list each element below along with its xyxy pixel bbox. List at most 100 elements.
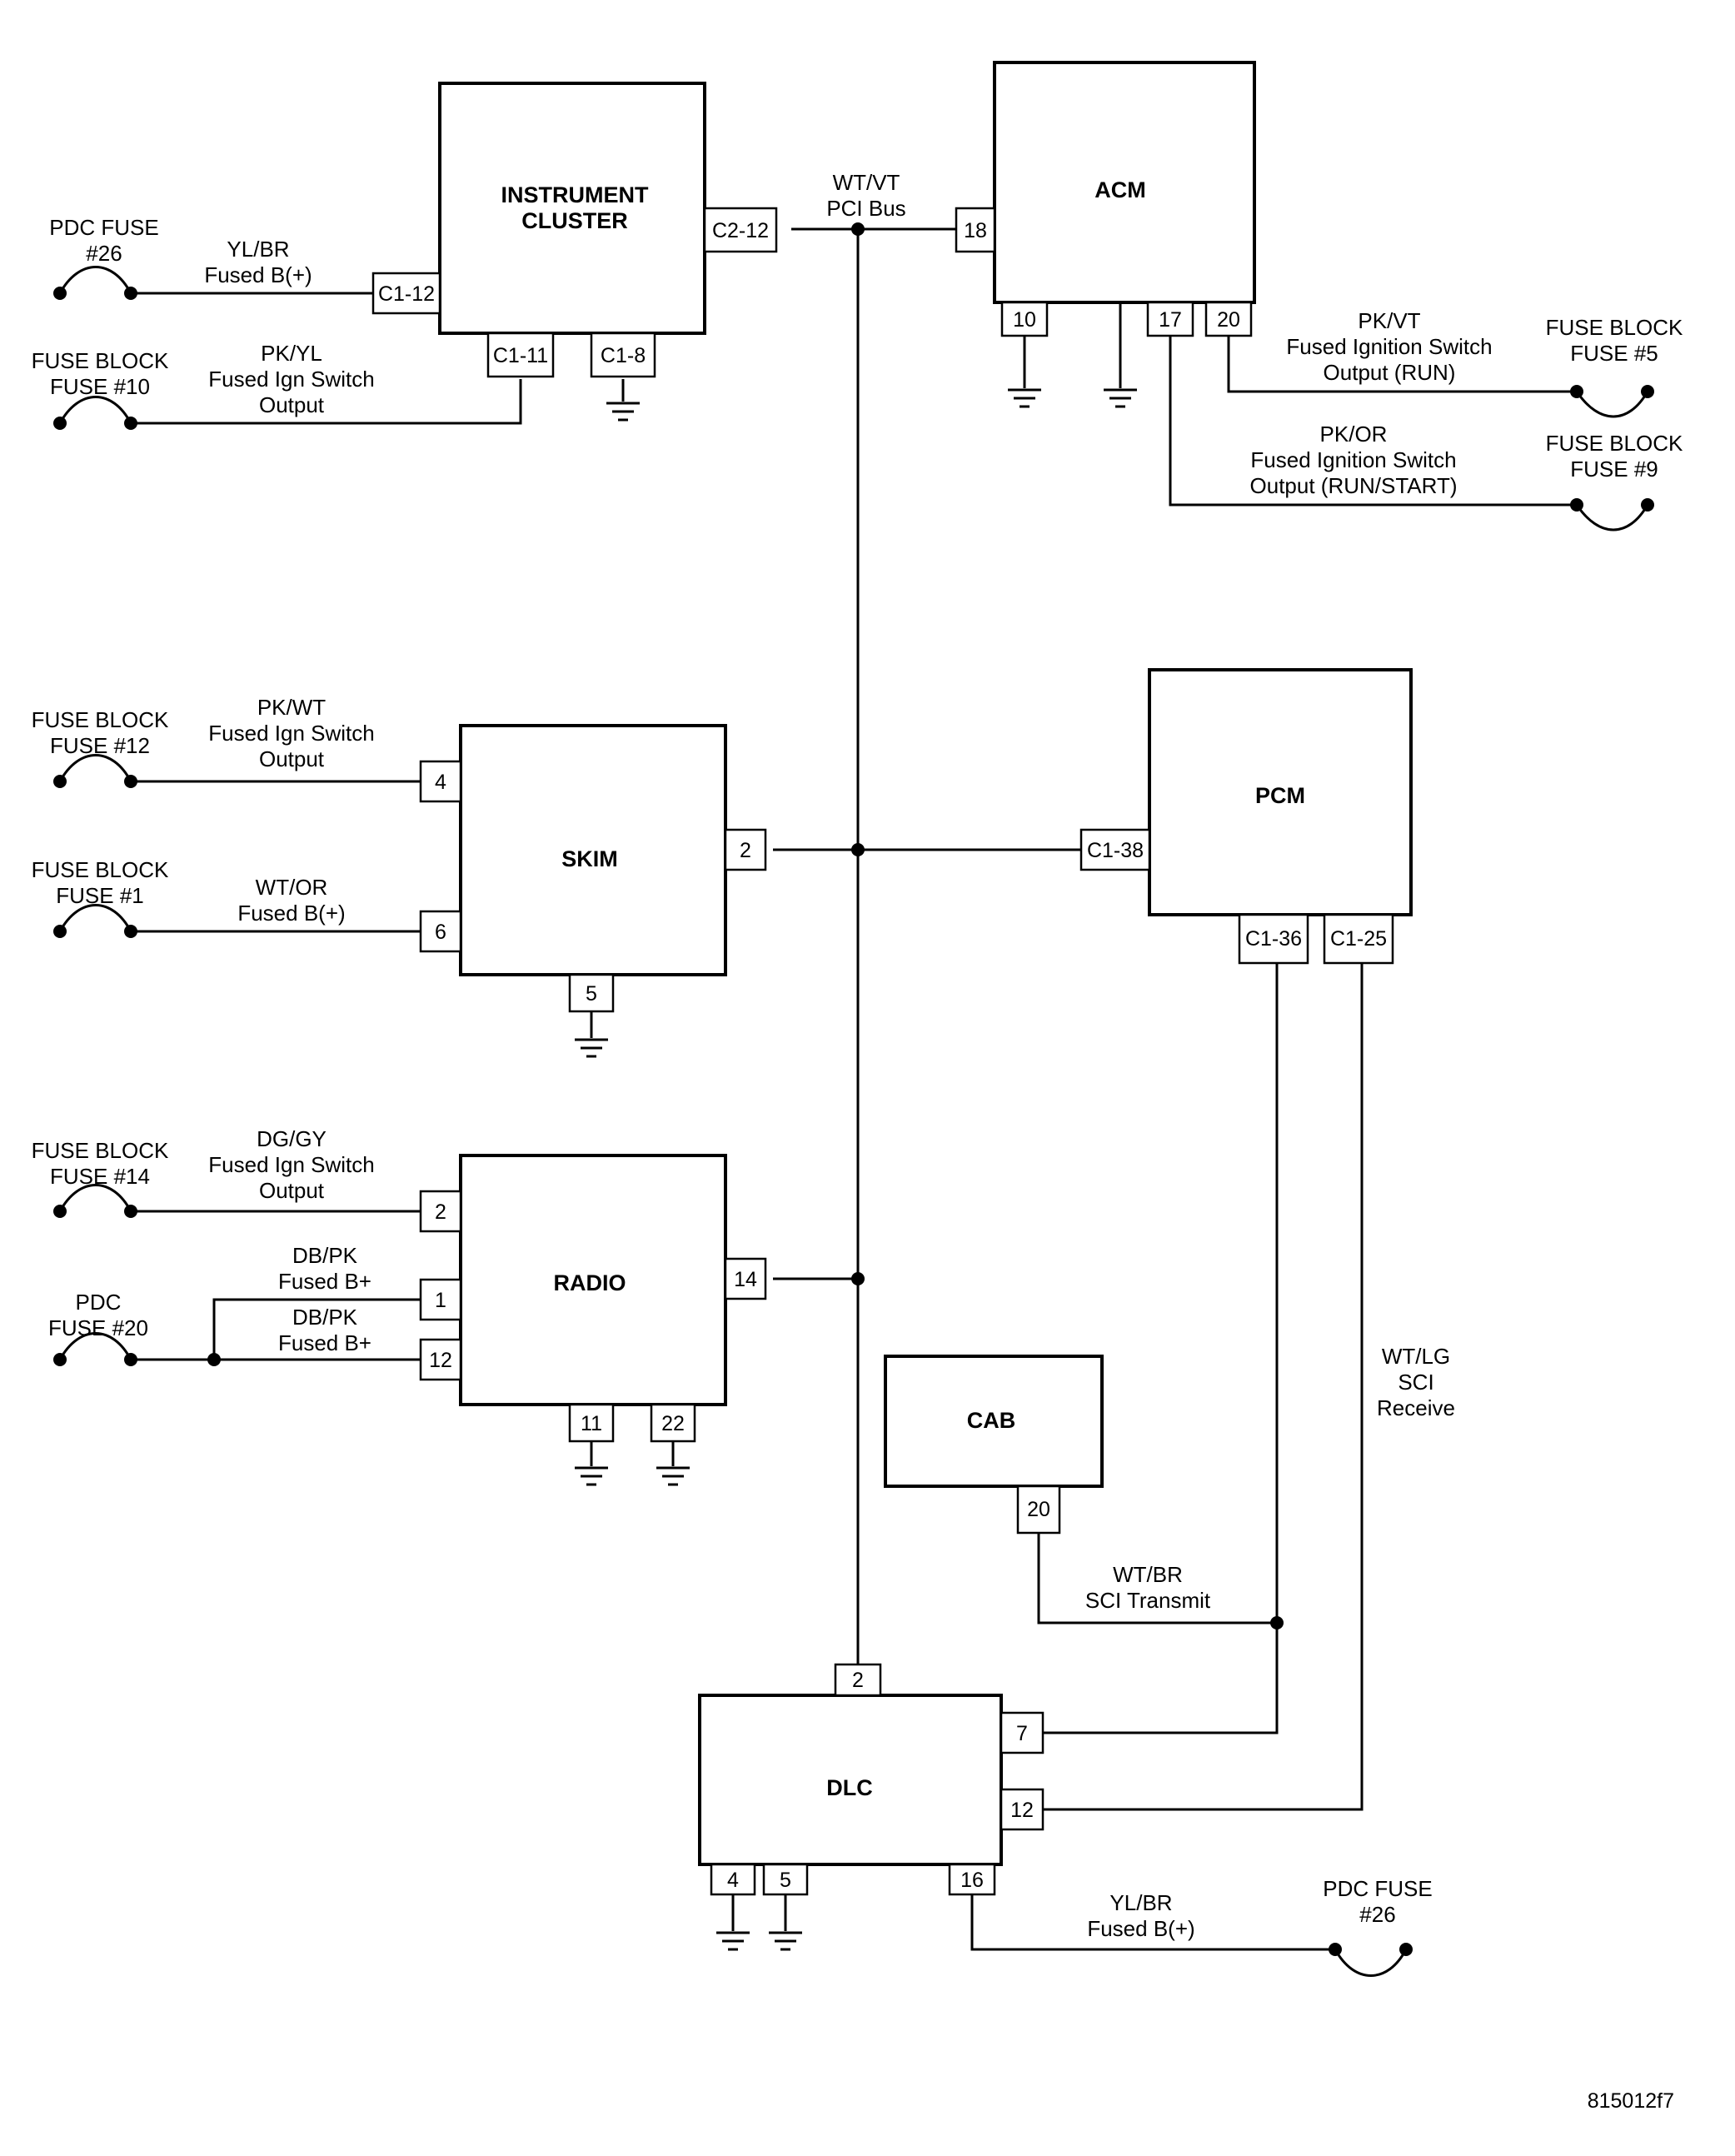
wire-label-sci-receive-function-2: Receive <box>1377 1395 1455 1420</box>
fuse-icon <box>53 904 137 938</box>
splice-dot <box>1270 1616 1284 1629</box>
ground-symbol-icon <box>575 1466 608 1486</box>
ic-pin-c1-12: C1-12 <box>378 282 435 306</box>
wire-label-skim-ign-function-2: Output <box>259 746 325 771</box>
wire-label-skim-b-plus-color: WT/OR <box>256 875 328 900</box>
skim-pin-4: 4 <box>435 771 446 794</box>
radio-module: RADIO <box>459 1154 727 1406</box>
fuse-label-pdc20-line2: FUSE #20 <box>48 1315 148 1340</box>
fuse-label-pdc26-top-line1: PDC FUSE <box>49 215 158 240</box>
fuse-labels: PDC FUSE #26 FUSE BLOCK FUSE #10 FUSE BL… <box>32 215 1683 1927</box>
pcm-pin-c1-38: C1-38 <box>1087 839 1144 862</box>
dlc-pin-7: 7 <box>1016 1722 1028 1745</box>
instrument-cluster-module: INSTRUMENT CLUSTER <box>438 82 706 335</box>
acm-pin-20: 20 <box>1217 308 1240 332</box>
cab-title: CAB <box>967 1408 1016 1433</box>
radio-title: RADIO <box>554 1270 626 1295</box>
fuse-label-fb12-line2: FUSE #12 <box>50 733 150 758</box>
ground-symbol-icon <box>769 1931 802 1951</box>
wire-label-dlc-b-plus-function: Fused B(+) <box>1087 1916 1194 1941</box>
sci-receive-wire <box>1043 963 1364 1811</box>
radio-pin-14: 14 <box>734 1268 757 1291</box>
wire-label-radio-ign-function-2: Output <box>259 1178 325 1203</box>
grounds <box>575 388 1137 1951</box>
wire-label-sci-receive-function: SCI <box>1398 1370 1433 1395</box>
instrument-cluster-title-line2: CLUSTER <box>521 208 628 233</box>
ground-symbol-icon <box>1008 388 1041 408</box>
wire-label-acm-run-function: Fused Ignition Switch <box>1286 334 1492 359</box>
splice-dot <box>851 222 865 236</box>
fuse-icon <box>53 754 137 788</box>
skim-module: SKIM <box>459 724 727 976</box>
instrument-cluster-title-line1: INSTRUMENT <box>501 182 649 207</box>
wire-label-acm-run-color: PK/VT <box>1358 308 1420 333</box>
fuse-label-fb1-line1: FUSE BLOCK <box>32 857 169 882</box>
dlc-title: DLC <box>826 1775 873 1800</box>
ic-ign-wire <box>131 379 522 425</box>
wire-label-ic-b-plus-color: YL/BR <box>227 237 289 262</box>
pcm-pin-c1-36: C1-36 <box>1245 927 1302 951</box>
wire-label-skim-ign-color: PK/WT <box>257 695 326 720</box>
skim-pin-2: 2 <box>740 839 751 862</box>
fuse-icon <box>1570 385 1654 418</box>
wire-label-acm-run-function-2: Output (RUN) <box>1324 360 1456 385</box>
wire-label-radio-b1-function: Fused B+ <box>278 1269 371 1294</box>
radio-pin-11: 11 <box>581 1412 602 1435</box>
wire-label-skim-b-plus-function: Fused B(+) <box>237 901 345 926</box>
fuse-label-fb14-line2: FUSE #14 <box>50 1164 150 1189</box>
wires <box>131 227 1577 1951</box>
dlc-b-plus-wire <box>970 1886 1335 1951</box>
fuse-icon <box>53 396 137 430</box>
radio-pin-22: 22 <box>661 1412 685 1435</box>
wire-label-ic-ign-color: PK/YL <box>261 341 322 366</box>
fuse-icon <box>1329 1943 1413 1977</box>
fuse-label-fb9-line1: FUSE BLOCK <box>1546 431 1683 456</box>
dlc-pin-4: 4 <box>727 1869 739 1892</box>
ground-symbol-icon <box>575 1038 608 1058</box>
fuse-label-fb5-line1: FUSE BLOCK <box>1546 315 1683 340</box>
wire-label-acm-run-start-color: PK/OR <box>1320 422 1388 447</box>
fuse-label-fb12-line1: FUSE BLOCK <box>32 707 169 732</box>
skim-pin-6: 6 <box>435 921 446 944</box>
ground-symbol-icon <box>606 402 640 422</box>
wire-label-sci-transmit-function: SCI Transmit <box>1085 1588 1211 1613</box>
pins: C2-12 C1-12 C1-11 C1-8 18 10 17 20 4 6 2… <box>371 207 1394 1896</box>
splice-dot <box>207 1353 221 1366</box>
acm-pin-18: 18 <box>964 219 987 242</box>
wire-label-ic-ign-function: Fused Ign Switch <box>208 367 374 392</box>
wire-label-radio-b2-function: Fused B+ <box>278 1330 371 1355</box>
ground-symbol-icon <box>716 1931 750 1951</box>
radio-pin-12: 12 <box>429 1349 452 1372</box>
splice-dot <box>851 1272 865 1285</box>
cab-module: CAB <box>884 1355 1104 1488</box>
wire-label-sci-transmit-color: WT/BR <box>1113 1562 1183 1587</box>
splice-dot <box>851 843 865 856</box>
wire-label-sci-receive-color: WT/LG <box>1382 1344 1450 1369</box>
cab-pin-20: 20 <box>1027 1498 1050 1521</box>
ground-symbol-icon <box>1104 388 1137 408</box>
wire-label-dlc-b-plus-color: YL/BR <box>1109 1890 1172 1915</box>
wire-labels: WT/VT PCI Bus YL/BR Fused B(+) PK/YL Fus… <box>204 170 1492 1941</box>
wire-label-ic-b-plus-function: Fused B(+) <box>204 262 312 287</box>
sci-transmit-cab-wire <box>1037 1533 1277 1624</box>
fuse-label-pdc26-top-line2: #26 <box>86 241 122 266</box>
acm-pin-10: 10 <box>1013 308 1036 332</box>
figure-id: 815012f7 <box>1588 2089 1674 2113</box>
dlc-pin-12: 12 <box>1010 1799 1034 1822</box>
dlc-pin-5: 5 <box>780 1869 791 1892</box>
wire-label-radio-ign-color: DG/GY <box>257 1126 327 1151</box>
pcm-pin-c1-25: C1-25 <box>1330 927 1387 951</box>
wire-label-ic-ign-function-2: Output <box>259 392 325 417</box>
dlc-module: DLC <box>698 1694 1003 1866</box>
radio-b-plus-branch-wire <box>212 1298 421 1360</box>
ic-pin-c2-12: C2-12 <box>712 219 769 242</box>
fuse-label-fb9-line2: FUSE #9 <box>1570 457 1658 482</box>
pcm-title: PCM <box>1255 783 1305 808</box>
wire-label-radio-ign-function: Fused Ign Switch <box>208 1152 374 1177</box>
dlc-pin-2: 2 <box>852 1669 864 1692</box>
acm-pin-17: 17 <box>1159 308 1182 332</box>
fuse-label-pdc20-line1: PDC <box>76 1290 122 1315</box>
pcm-module: PCM <box>1148 668 1413 916</box>
ground-symbol-icon <box>656 1466 690 1486</box>
